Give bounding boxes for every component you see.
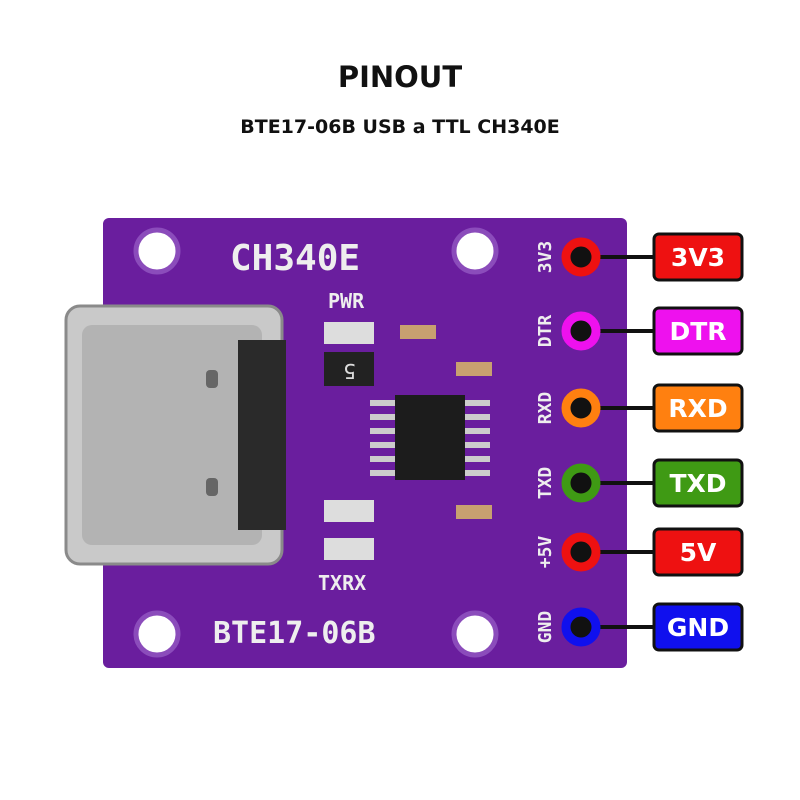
pin-label-box	[652, 602, 744, 652]
pin-pad	[561, 388, 601, 428]
pin-silkscreen: GND	[535, 611, 556, 644]
chip-silkscreen: CH340E	[230, 238, 360, 279]
pin-silkscreen: 3V3	[535, 241, 556, 274]
mounting-hole	[133, 227, 181, 275]
rx-led	[324, 538, 374, 560]
pin-label-box	[652, 458, 744, 508]
pin-pad	[561, 532, 601, 572]
pin-pad	[561, 463, 601, 503]
usb-c-slot	[206, 370, 218, 388]
pin-label-box	[652, 383, 744, 433]
pin-label-txd: TXD	[669, 469, 726, 498]
chip-pins	[370, 400, 490, 476]
usb-c-pins	[238, 340, 286, 530]
usb-c-slot	[206, 478, 218, 496]
pin-silkscreen: +5V	[535, 536, 556, 569]
pin-label-5v: 5V	[680, 538, 717, 567]
resistor	[324, 352, 374, 386]
page-title: PINOUT	[337, 60, 463, 94]
resistor-marking: 5	[343, 359, 356, 383]
pwr-silkscreen: PWR	[328, 289, 365, 313]
mounting-hole	[451, 227, 499, 275]
model-silkscreen: BTE17-06B	[213, 616, 376, 651]
pin-label-dtr: DTR	[669, 317, 726, 346]
txrx-silkscreen: TXRX	[318, 571, 366, 595]
pin-label-rxd: RXD	[668, 394, 727, 423]
ch340e-chip	[395, 395, 465, 480]
pin-label-box	[652, 527, 744, 577]
pin-pad	[561, 311, 601, 351]
usb-c-shell	[82, 325, 262, 545]
capacitor	[456, 505, 492, 519]
pin-label-gnd: GND	[667, 613, 729, 642]
mounting-hole	[133, 610, 181, 658]
pin-silkscreen: RXD	[535, 392, 556, 425]
pin-label-box	[652, 306, 744, 356]
pin-pad	[561, 607, 601, 647]
capacitor	[456, 362, 492, 376]
mounting-hole	[451, 610, 499, 658]
tx-led	[324, 500, 374, 522]
pwr-led	[324, 322, 374, 344]
pin-silkscreen: DTR	[535, 315, 556, 348]
capacitor	[400, 325, 436, 339]
pin-pad	[561, 237, 601, 277]
pin-silkscreen: TXD	[535, 467, 556, 500]
page-subtitle: BTE17-06B USB a TTL CH340E	[240, 116, 560, 138]
pin-label-3v3: 3V3	[671, 243, 725, 272]
pin-label-box	[652, 232, 744, 282]
